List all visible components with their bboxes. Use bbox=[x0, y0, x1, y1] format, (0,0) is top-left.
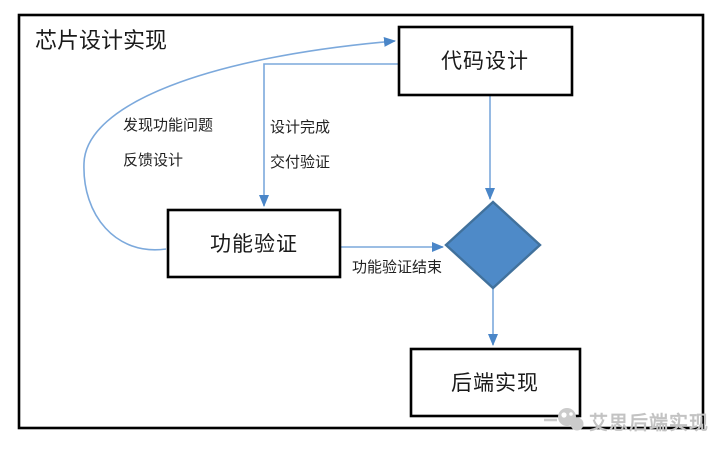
decision-diamond bbox=[444, 200, 542, 290]
edge-label-handoff-line1: 设计完成 bbox=[270, 118, 330, 136]
connector-feedback-arc bbox=[83, 36, 396, 251]
watermark: 艾思后端实现 bbox=[544, 408, 709, 434]
node-backend-implementation-label: 后端实现 bbox=[451, 371, 539, 395]
watermark-text: 艾思后端实现 bbox=[589, 411, 709, 434]
connector-design-to-verification bbox=[259, 63, 399, 207]
node-functional-verification-label: 功能验证 bbox=[210, 232, 298, 256]
edge-label-verification-done: 功能验证结束 bbox=[352, 258, 442, 276]
node-functional-verification-box bbox=[166, 208, 342, 279]
edge-label-feedback-line1: 发现功能问题 bbox=[123, 116, 213, 134]
node-code-design: 代码设计 bbox=[397, 25, 574, 97]
edge-label-handoff-line2: 交付验证 bbox=[270, 153, 330, 171]
edge-label-feedback-line2: 反馈设计 bbox=[123, 151, 183, 169]
node-backend-implementation-box bbox=[409, 347, 582, 418]
node-code-design-label: 代码设计 bbox=[441, 49, 529, 73]
diagram-frame bbox=[17, 13, 705, 430]
watermark-logo-icon bbox=[544, 408, 584, 431]
node-backend-implementation: 后端实现 bbox=[409, 347, 582, 418]
node-functional-verification: 功能验证 bbox=[166, 208, 342, 279]
page-title: 芯片设计实现 bbox=[35, 29, 167, 54]
node-code-design-box bbox=[397, 25, 574, 97]
